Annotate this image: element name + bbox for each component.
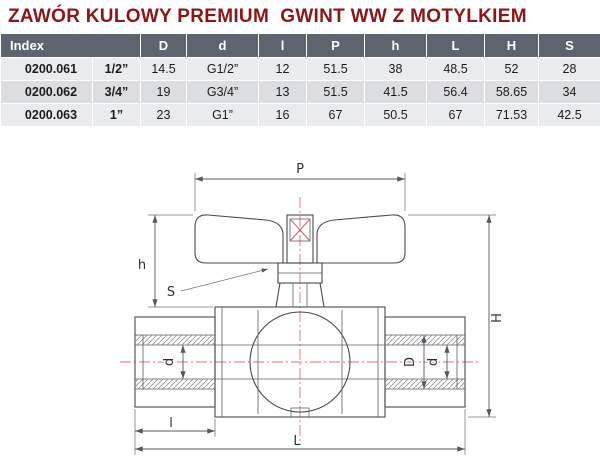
table-cell: 19 — [140, 80, 187, 104]
row-size: 1” — [92, 103, 141, 127]
col-header-S: S — [538, 33, 600, 58]
table-cell: 23 — [140, 103, 187, 127]
table-cell: 52 — [484, 57, 539, 81]
dim-label-H: H — [490, 313, 505, 323]
table-cell: 38 — [364, 57, 427, 81]
table-cell: 28 — [538, 57, 600, 81]
stem-section-mark — [289, 218, 311, 242]
row-size: 3/4” — [92, 80, 141, 104]
table-cell: 51.5 — [306, 57, 365, 81]
table-cell: G1” — [186, 103, 259, 127]
dimension-P: P — [194, 161, 406, 211]
col-header-D: D — [140, 33, 187, 58]
valve-technical-drawing: P h S H — [120, 161, 507, 455]
dim-label-L: L — [293, 434, 301, 449]
dim-label-h: h — [138, 258, 146, 273]
table-cell: 48.5 — [426, 57, 485, 81]
table-cell: 34 — [538, 80, 600, 104]
col-header-index: Index — [0, 33, 141, 58]
table-cell: 12 — [258, 57, 307, 81]
dim-label-P: P — [296, 162, 304, 177]
table-cell: 67 — [426, 103, 485, 127]
spec-table: Index D d l P h L H S 0200.061 1/2” 14.5… — [0, 33, 600, 127]
row-index: 0200.061 — [0, 57, 93, 81]
row-index: 0200.062 — [0, 80, 93, 104]
page-title: ZAWÓR KULOWY PREMIUM GWINT WW Z MOTYLKIE… — [8, 6, 527, 27]
dim-label-d-right: d — [426, 358, 441, 366]
table-cell: 56.4 — [426, 80, 485, 104]
centerlines — [120, 197, 480, 444]
dim-label-D: D — [403, 357, 418, 367]
table-cell: 13 — [258, 80, 307, 104]
table-cell: G3/4” — [186, 80, 259, 104]
dimension-L: L — [135, 409, 466, 455]
dimension-D: D — [402, 335, 427, 389]
dimension-d-left: d — [161, 345, 186, 379]
dimension-l: l — [134, 409, 216, 455]
table-cell: 51.5 — [306, 80, 365, 104]
table-cell: 14.5 — [140, 57, 187, 81]
dimension-S: S — [165, 268, 269, 302]
dimension-h: h — [136, 214, 213, 308]
table-cell: G1/2” — [186, 57, 259, 81]
col-header-d: d — [186, 33, 259, 58]
table-cell: 42.5 — [538, 103, 600, 127]
drain-notch — [290, 407, 310, 417]
row-size: 1/2” — [92, 57, 141, 81]
table-cell: 16 — [258, 103, 307, 127]
col-header-L: L — [426, 33, 485, 58]
table-row: 0200.063 1” 23 G1” 16 67 50.5 67 71.53 4… — [0, 103, 600, 127]
col-header-l: l — [258, 33, 307, 58]
row-index: 0200.063 — [0, 103, 93, 127]
dim-label-l: l — [169, 416, 173, 431]
table-row: 0200.062 3/4” 19 G3/4” 13 51.5 41.5 56.4… — [0, 80, 600, 104]
table-row: 0200.061 1/2” 14.5 G1/2” 12 51.5 38 48.5… — [0, 57, 600, 81]
table-cell: 67 — [306, 103, 365, 127]
dim-label-S: S — [167, 285, 175, 300]
table-header-row: Index D d l P h L H S — [0, 33, 600, 58]
col-header-h: h — [364, 33, 427, 58]
table-cell: 41.5 — [364, 80, 427, 104]
stem-packing-nut — [275, 262, 325, 308]
table-cell: 50.5 — [364, 103, 427, 127]
col-header-P: P — [306, 33, 365, 58]
col-header-H: H — [484, 33, 539, 58]
left-port — [134, 316, 216, 408]
table-cell: 58.65 — [484, 80, 539, 104]
ball — [249, 310, 351, 414]
dimension-d-right: d — [425, 345, 450, 379]
technical-drawing-area: P h S H — [0, 157, 600, 464]
dim-label-d-left: d — [162, 358, 177, 366]
table-cell: 71.53 — [484, 103, 539, 127]
dimension-H: H — [408, 214, 507, 418]
